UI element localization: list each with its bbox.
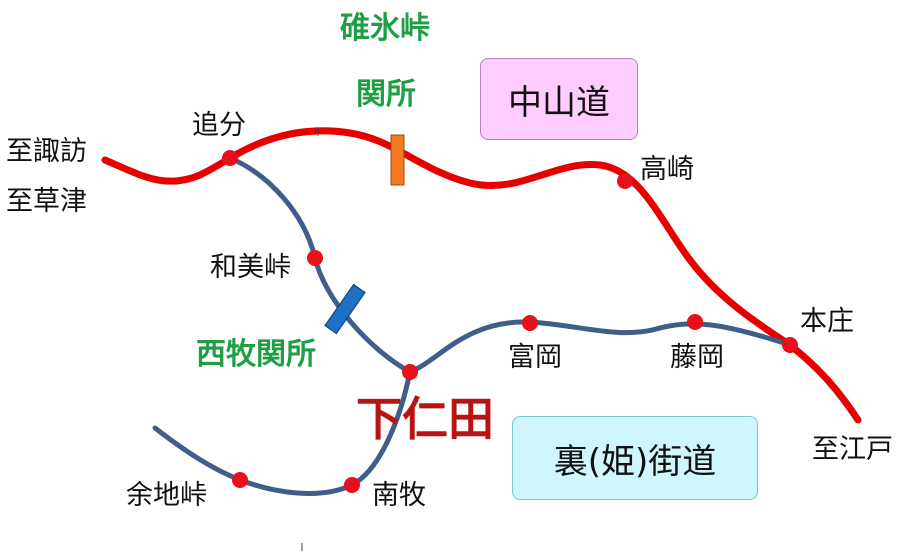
ura-kaido-label: 裏(姫)街道 bbox=[553, 441, 717, 482]
station-dot-waminetoge bbox=[307, 250, 323, 266]
nishimaki-checkpoint-label: 西牧関所 bbox=[196, 337, 316, 372]
station-label-yochitoge: 余地峠 bbox=[126, 480, 207, 511]
station-dot-tomioka bbox=[522, 315, 538, 331]
direction-suwa: 至諏訪 bbox=[6, 136, 87, 167]
nishimaki-checkpoint-marker bbox=[324, 283, 366, 335]
nakasendo-line bbox=[101, 127, 862, 424]
usui-checkpoint-marker bbox=[390, 134, 405, 186]
station-label-shimonita: 下仁田 bbox=[356, 392, 494, 446]
direction-edo: 至江戸 bbox=[812, 434, 893, 465]
station-label-honjo: 本庄 bbox=[800, 306, 854, 337]
ura-kaido-label-box: 裏(姫)街道 bbox=[512, 416, 758, 500]
nakasendo-label: 中山道 bbox=[508, 82, 610, 123]
ura-kaido-line-main bbox=[227, 155, 793, 375]
station-label-waminetoge: 和美峠 bbox=[210, 252, 291, 283]
station-label-fujioka: 藤岡 bbox=[670, 342, 724, 373]
station-dot-oiwake bbox=[222, 150, 238, 166]
direction-kusatsu: 至草津 bbox=[6, 186, 87, 217]
station-dot-honjo bbox=[782, 337, 798, 353]
station-label-tomioka: 富岡 bbox=[508, 342, 562, 373]
station-dot-yochitoge bbox=[232, 472, 248, 488]
ura-kaido-line-south bbox=[152, 369, 413, 496]
station-label-nanmoku: 南牧 bbox=[372, 480, 426, 511]
station-dot-fujioka bbox=[687, 314, 703, 330]
usui-checkpoint-label-line1: 碓氷峠 bbox=[340, 11, 430, 46]
station-dot-takasaki bbox=[617, 173, 633, 189]
station-label-oiwake: 追分 bbox=[192, 110, 246, 141]
station-dot-shimonita bbox=[402, 364, 418, 380]
station-dot-nanmoku bbox=[344, 477, 360, 493]
station-label-takasaki: 高崎 bbox=[640, 154, 694, 185]
nakasendo-label-box: 中山道 bbox=[480, 58, 638, 140]
usui-checkpoint-label-line2: 関所 bbox=[356, 77, 416, 112]
